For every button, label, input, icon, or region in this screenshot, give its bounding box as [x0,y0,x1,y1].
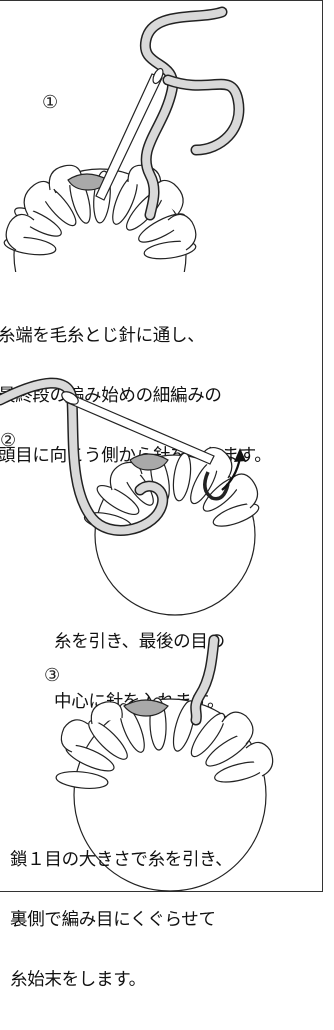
yarn-strand [190,634,220,726]
yarn-strand [139,6,245,221]
crochet-motif [55,697,274,892]
step-3-illustration [55,634,274,892]
outer-loops [60,701,274,777]
step-2-line-1: 糸を引き、最後の目の [54,632,225,652]
step-1-panel: ① 糸端を毛糸とじ針に通し、 最終段の編み始めの細編みの 頭目に向こう側から針を… [0,0,334,466]
pull-direction-arrow-icon [221,448,246,491]
chain-stitch [129,453,169,471]
step-3-number: ③ [44,665,61,686]
step-2-illustration [0,377,260,616]
step-1-illustration [3,6,245,272]
step-3-panel: ③ 鎖１目の大きさで糸を引き、 裏側で編み目にくぐらせて 糸始末をします。 [0,634,334,990]
step-2-number: ② [0,430,17,451]
needle-icon [95,67,164,201]
step-3-line-2: 裏側で編み目にくぐらせて [10,910,216,930]
step-1-line-2: 最終段の編み始めの細編みの [0,386,222,406]
needle-tip-in-stitch [203,471,230,501]
needle-icon [61,391,215,465]
step-3-line-1: 鎖１目の大きさで糸を引き、 [10,850,233,870]
crochet-motif [3,164,197,272]
step-2-panel: ② 糸を引き、最後の目の 中心に針を入れます。 [0,360,334,712]
yarn-strand [0,377,168,536]
chain-stitch [123,699,169,717]
step-3-line-3: 糸始末をします。 [10,970,146,990]
step-1-number: ① [42,92,59,113]
step-3-caption: 鎖１目の大きさで糸を引き、 裏側で編み目にくぐらせて 糸始末をします。 [10,810,233,1030]
step-1-line-1: 糸端を毛糸とじ針に通し、 [0,326,205,346]
petal-stitches [55,697,266,790]
